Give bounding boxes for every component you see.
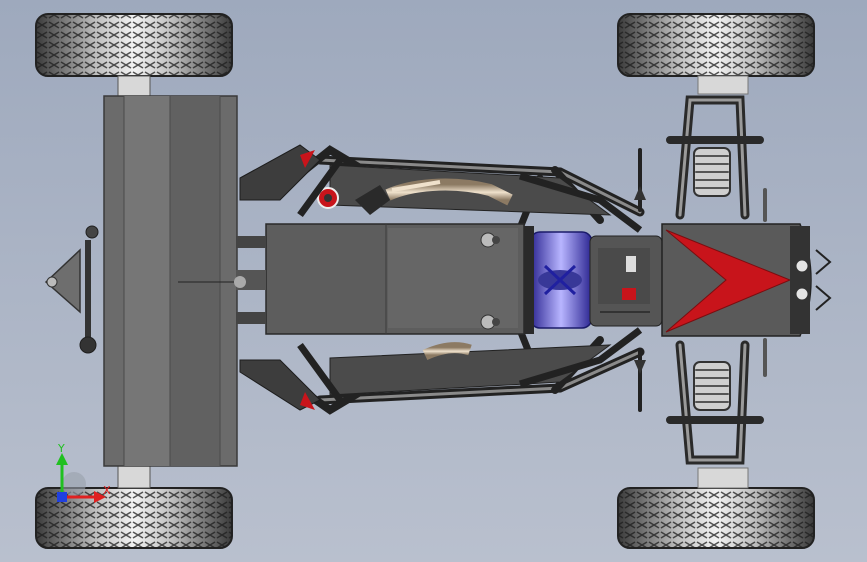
x-axis-label: X xyxy=(103,484,111,497)
dashboard-panel xyxy=(589,235,663,327)
roll-cage-tubes xyxy=(297,157,643,403)
wheel-hubs xyxy=(117,75,749,489)
y-axis-label: Y xyxy=(57,442,65,455)
front-left-wheel[interactable] xyxy=(617,13,815,77)
main-body[interactable] xyxy=(234,223,525,335)
front-right-wheel[interactable] xyxy=(617,487,815,549)
side-panels xyxy=(239,144,612,411)
rear-wing[interactable] xyxy=(103,95,238,467)
rear-right-wheel[interactable] xyxy=(35,487,233,549)
exhaust-pipe xyxy=(317,178,513,361)
rear-frame xyxy=(44,140,100,430)
front-suspension xyxy=(634,95,767,465)
z-axis-marker xyxy=(57,492,67,502)
front-nose[interactable] xyxy=(661,223,832,337)
cockpit-seat[interactable] xyxy=(524,226,593,334)
coordinate-triad: Y X xyxy=(56,442,111,503)
rear-left-wheel[interactable] xyxy=(35,13,233,77)
